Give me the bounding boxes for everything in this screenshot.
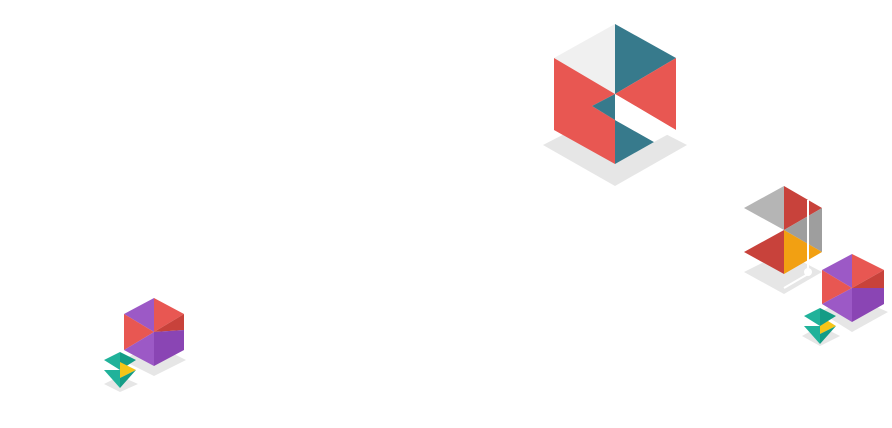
left-small-cube-yellow [120,362,136,378]
left-purple-cube-top-left [124,298,154,332]
purple-cube-mid-face [852,270,884,288]
right-geometric-cluster-icon [744,186,888,346]
left-small-cube-top-teal [104,352,120,370]
left-small-cube-bottom-teal [104,370,120,388]
small-cube-bottom-dark [820,326,836,344]
hexagon-left-coral-face [554,58,615,164]
cluster-white-dot [804,268,812,276]
left-small-cube-bottom-dark [120,370,136,388]
hexagon-bottom-teal-face [615,120,654,164]
hexagon-teal-notch [592,94,615,120]
purple-cube-bottom-left [822,288,852,322]
purple-cube-top-right [852,254,884,288]
gray-cube-top-left [744,186,784,230]
purple-cube-bottom-right [852,288,884,322]
hexagon-top-light-face [554,24,615,94]
purple-cube-top-left [822,254,852,288]
red-cube-lower-left [744,230,784,274]
small-cube-bottom-teal [804,326,820,344]
hexagon-top-teal-face [615,24,676,94]
left-geometric-cluster-icon [104,298,186,392]
left-purple-cube-bottom-left [124,332,154,366]
orange-cube-lower-right [784,230,822,274]
gray-cube-right-face [784,208,822,252]
left-purple-cube-top-right [154,298,184,332]
purple-cube-left-face [822,270,852,304]
gray-cube-top-right [784,186,822,230]
left-purple-cube-mid-face [154,314,184,332]
left-purple-cube-bottom-right [154,330,184,366]
small-cube-top-dark [820,308,836,326]
large-geometric-hexagon-icon [543,24,687,186]
hexagon-right-coral-face [615,58,676,130]
cluster-white-line-2 [783,273,809,289]
left-purple-cube-left-face [124,314,154,350]
small-cube-top-teal [804,308,820,326]
hexagon-white-cut [615,94,676,142]
